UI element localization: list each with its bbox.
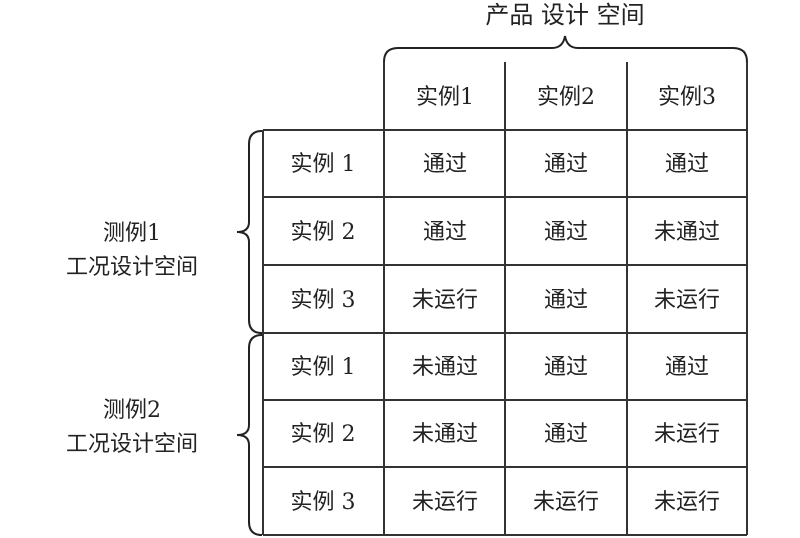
table-cell: 通过 [544, 152, 588, 177]
group-1-label-line1: 测例1 [103, 221, 161, 246]
table-cell: 未运行 [533, 490, 599, 515]
row-label: 实例 1 [291, 355, 356, 380]
column-header-3: 实例3 [658, 85, 716, 110]
table-cell: 通过 [665, 152, 709, 177]
table-grid [262, 62, 748, 536]
table-cell: 通过 [544, 220, 588, 245]
table-cell: 未运行 [654, 422, 720, 447]
group-2-label-line1: 测例2 [103, 398, 161, 423]
table-cell: 通过 [544, 422, 588, 447]
top-brace [383, 35, 748, 63]
group-2-label-line2: 工况设计空间 [66, 432, 198, 457]
table-cell: 未运行 [412, 288, 478, 313]
table-cell: 通过 [665, 355, 709, 380]
column-header-2: 实例2 [537, 85, 595, 110]
table-cell: 未运行 [412, 490, 478, 515]
table-cell: 通过 [423, 152, 467, 177]
row-label: 实例 2 [291, 422, 356, 447]
table-cell: 未通过 [412, 355, 478, 380]
table-cell: 未通过 [654, 220, 720, 245]
group-1-brace [236, 130, 263, 334]
group-2-brace [236, 334, 263, 536]
row-label: 实例 2 [291, 220, 356, 245]
table-cell: 通过 [544, 288, 588, 313]
product-design-space-title: 产品 设计 空间 [485, 1, 644, 29]
column-header-1: 实例1 [416, 85, 474, 110]
group-1-label-line2: 工况设计空间 [66, 255, 198, 280]
table-cell: 未运行 [654, 288, 720, 313]
row-label: 实例 1 [291, 152, 356, 177]
row-label: 实例 3 [291, 490, 356, 515]
table-cell: 未通过 [412, 422, 478, 447]
table-cell: 通过 [544, 355, 588, 380]
table-cell: 通过 [423, 220, 467, 245]
table-cell: 未运行 [654, 490, 720, 515]
row-label: 实例 3 [291, 288, 356, 313]
